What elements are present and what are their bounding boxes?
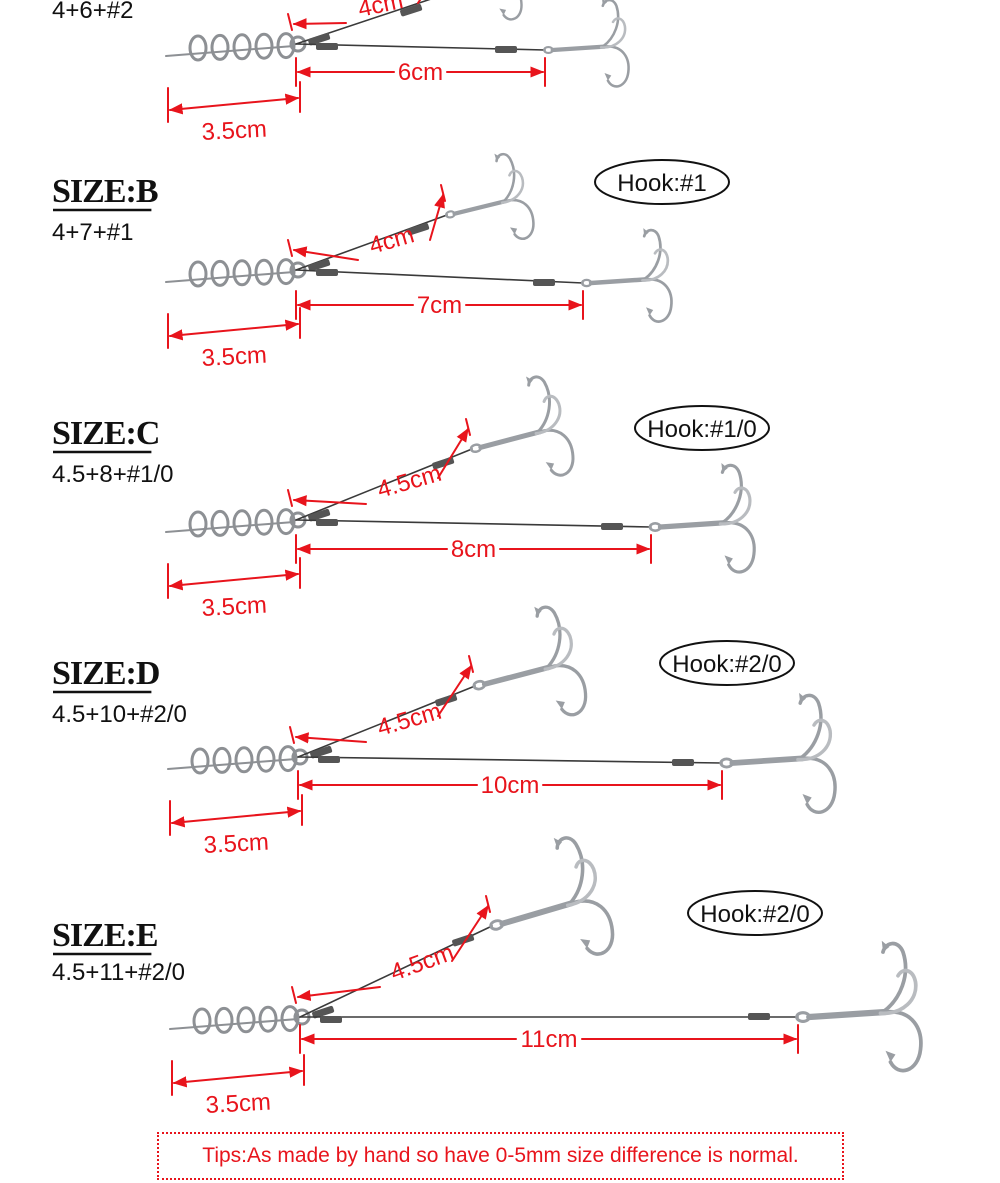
upper-treble-hook-icon [469,375,575,477]
rig-3: SIZE:C 4.5+8+#1/0 Hook:#1/0 4.5cm 8cm 3.5cm [52,375,770,622]
hook-label-text: Hook:#1/0 [647,416,756,443]
crimp-sleeve [495,46,517,53]
screw-coil [167,745,309,775]
crimp-sleeve [400,3,423,17]
upper-treble-hook-icon [494,0,523,21]
screw-coil [165,508,307,538]
size-title: SIZE:B [52,173,158,210]
dim-lower: 10cm [297,770,723,800]
dim-lower: 8cm [295,534,652,564]
dim-lower-label: 8cm [451,536,496,563]
tail-treble-hook-icon [719,692,837,814]
crimp-sleeve [320,1016,342,1023]
dim-screw-label: 3.5cm [205,1089,272,1119]
crimp-sleeve [308,258,331,272]
crimp-sleeve [748,1013,770,1020]
rig-1: 4+6+#2 4cm 6cm 3.5cm [52,0,630,146]
dim-upper-label: 4.5cm [374,698,444,742]
dim-lower-label: 7cm [417,292,462,319]
crimp-sleeve [407,222,430,236]
crimp-sleeve [318,756,340,763]
hook-label-badge: Hook:#1/0 [634,405,770,451]
dim-upper: 4cm [287,184,446,261]
size-title: SIZE:E [52,917,158,954]
crimp-sleeve [316,519,338,526]
dim-lower: 7cm [295,290,584,320]
crimp-sleeve [316,269,338,276]
crimp-sleeve [308,508,331,522]
tail-treble-hook-icon [543,0,630,88]
dim-screw: 3.5cm [167,557,301,622]
hook-label-text: Hook:#1 [617,170,706,197]
dim-screw-label: 3.5cm [201,592,268,622]
dim-upper-label: 4cm [356,0,406,23]
screw-coil [169,1005,311,1035]
screw-coil [165,258,307,288]
crimp-sleeve [672,759,694,766]
dim-screw: 3.5cm [167,81,301,146]
crimp-sleeve [310,745,333,759]
lower-wire [295,519,652,528]
dim-upper-label: 4.5cm [374,460,444,504]
lower-wire [297,756,723,764]
hook-label-badge: Hook:#1 [594,159,730,205]
size-spec: 4+7+#1 [52,219,133,246]
dim-upper: 4.5cm [291,895,491,1004]
upper-treble-hook-icon [472,605,588,717]
dim-upper-label: 4.5cm [387,939,458,987]
hook-label-text: Hook:#2/0 [700,901,809,928]
screw-coil [165,32,307,62]
hook-label-badge: Hook:#2/0 [687,890,823,936]
upper-treble-hook-icon [489,836,615,956]
tips-box: Tips:As made by hand so have 0-5mm size … [157,1132,844,1180]
size-spec: 4+6+#2 [52,0,133,24]
dim-lower-label: 6cm [398,59,443,86]
size-spec: 4.5+10+#2/0 [52,701,187,728]
crimp-sleeve [533,279,555,286]
dim-screw-label: 3.5cm [201,342,268,372]
crimp-sleeve [316,43,338,50]
dim-screw: 3.5cm [171,1054,305,1119]
dim-screw: 3.5cm [167,307,301,372]
dim-screw: 3.5cm [169,794,303,859]
dim-lower-label: 10cm [481,772,540,799]
size-title: SIZE:D [52,655,159,692]
crimp-sleeve [601,523,623,530]
dim-lower: 11cm [299,1024,799,1054]
rig-4: SIZE:D 4.5+10+#2/0 Hook:#2/0 4.5cm 10cm 3.5cm [52,605,837,859]
hook-label-badge: Hook:#2/0 [659,640,795,686]
size-spec: 4.5+11+#2/0 [52,959,185,986]
tips-text: Tips:As made by hand so have 0-5mm size … [202,1144,799,1167]
tail-treble-hook-icon [795,940,923,1073]
dim-lower: 6cm [295,57,546,87]
rig-2: SIZE:B 4+7+#1 Hook:#1 4cm 7cm 3.5cm [52,152,730,372]
crimp-sleeve [312,1005,335,1019]
dim-screw-label: 3.5cm [201,116,268,146]
hook-label-text: Hook:#2/0 [672,651,781,678]
crimp-sleeve [308,32,331,46]
dim-screw-label: 3.5cm [203,829,270,859]
rig-5: SIZE:E 4.5+11+#2/0 Hook:#2/0 4.5cm 11cm 3.5cm [52,836,923,1119]
upper-treble-hook-icon [445,152,535,240]
dim-upper-label: 4cm [366,221,417,259]
size-spec: 4.5+8+#1/0 [52,461,173,488]
tail-treble-hook-icon [580,228,673,323]
tail-treble-hook-icon [648,462,756,574]
dim-lower-label: 11cm [521,1026,578,1053]
size-title: SIZE:C [52,415,159,452]
